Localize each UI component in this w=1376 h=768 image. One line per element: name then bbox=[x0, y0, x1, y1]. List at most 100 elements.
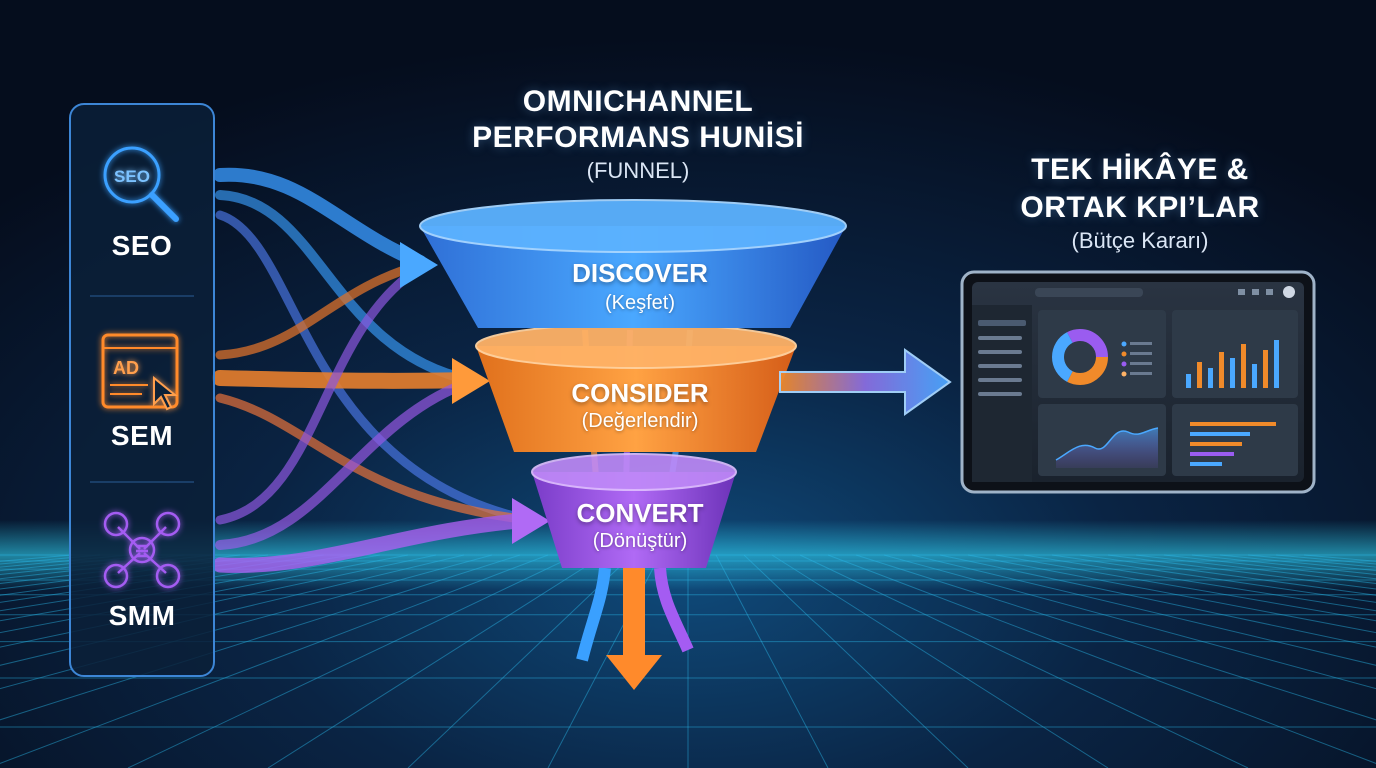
grid-line bbox=[771, 554, 1109, 768]
funnel-stage-convert-rim bbox=[531, 453, 737, 491]
stage-label-discover: DISCOVER bbox=[572, 258, 708, 288]
grid-line bbox=[1023, 554, 1376, 612]
grid-line bbox=[407, 554, 633, 768]
grid-line bbox=[1079, 554, 1376, 596]
grid-line bbox=[267, 554, 605, 768]
grid-line bbox=[0, 554, 297, 596]
smm-icon-hub bbox=[128, 536, 156, 564]
dashboard-bar bbox=[1230, 358, 1235, 388]
outflow-stream-orange bbox=[623, 565, 645, 660]
sidebar-item bbox=[978, 320, 1026, 326]
grid-line bbox=[0, 554, 409, 634]
stage-sub-consider: (Değerlendir) bbox=[581, 410, 699, 432]
area-chart-fill bbox=[1056, 428, 1158, 468]
grid-line bbox=[939, 554, 1376, 648]
title-sub: (FUNNEL) bbox=[586, 158, 690, 183]
dashboard-bar bbox=[1252, 364, 1257, 388]
funnel-stage-discover-rim bbox=[419, 199, 847, 253]
title-line-1: OMNICHANNEL bbox=[522, 85, 754, 118]
right-title-line-2: ORTAK KPI’LAR bbox=[1020, 191, 1260, 224]
grid-line bbox=[743, 554, 969, 768]
right-sub: (Bütçe Kararı) bbox=[1071, 228, 1209, 253]
stage-label-convert: CONVERT bbox=[576, 498, 704, 528]
seo-magnifier-icon: SEO bbox=[103, 146, 179, 222]
dashboard-header-tool-1 bbox=[1238, 289, 1245, 295]
grid-line bbox=[1051, 554, 1376, 603]
sidebar-item bbox=[978, 336, 1022, 340]
area-chart-line bbox=[1055, 427, 1159, 461]
sidebar-item bbox=[978, 392, 1022, 396]
seo-icon-lens bbox=[103, 146, 161, 204]
outflow-stream-blue bbox=[576, 567, 611, 662]
stage-label-consider: CONSIDER bbox=[571, 378, 709, 408]
dashboard-bar bbox=[1219, 352, 1224, 388]
dashboard-tablet bbox=[960, 270, 1316, 494]
grid-line bbox=[127, 554, 577, 768]
stream-arrowheads bbox=[400, 242, 550, 544]
sem-icon-cursor bbox=[153, 375, 178, 411]
channel-panel-frame bbox=[69, 103, 215, 677]
grid-line bbox=[827, 554, 1376, 764]
grid-line bbox=[855, 554, 1376, 721]
sem-icon-text: AD bbox=[113, 358, 139, 378]
sem-icon-window bbox=[101, 333, 179, 409]
stream-sem-1 bbox=[215, 260, 425, 360]
smm-icon-node-tl bbox=[103, 511, 129, 537]
dashboard-header-tool-3 bbox=[1266, 289, 1273, 295]
title-line-2: PERFORMANS HUNİSİ bbox=[472, 121, 804, 154]
legend-line bbox=[1130, 372, 1152, 375]
dashboard-bar bbox=[1186, 374, 1191, 388]
funnel-stage-discover bbox=[420, 226, 846, 328]
grid-line bbox=[967, 554, 1376, 634]
stream-sem-3 bbox=[215, 393, 535, 525]
donut-legend bbox=[1121, 341, 1152, 377]
dashboard-bar-chart bbox=[1186, 340, 1279, 388]
dashboard-bar bbox=[1197, 362, 1202, 388]
right-title-line-1: TEK HİKÂYE & bbox=[1031, 153, 1249, 186]
legend-dot bbox=[1121, 351, 1127, 357]
outflow-stream-purple bbox=[654, 567, 694, 653]
grid-line bbox=[995, 554, 1376, 622]
sidebar-item bbox=[978, 350, 1022, 354]
legend-line bbox=[1130, 342, 1152, 345]
stream-seo-2 bbox=[215, 190, 475, 385]
hbar bbox=[1190, 462, 1222, 466]
dashboard-bar bbox=[1274, 340, 1279, 388]
smm-icon-node-bl bbox=[103, 563, 129, 589]
channel-label-sem: SEM bbox=[110, 420, 174, 451]
smm-icon-node-br bbox=[155, 563, 181, 589]
grid-line bbox=[0, 554, 465, 666]
funnel-stage-convert bbox=[532, 472, 736, 568]
stream-sem-2 bbox=[212, 370, 478, 389]
dashboard-searchbar bbox=[1035, 288, 1143, 297]
flow-streams bbox=[212, 167, 538, 573]
dashboard-header-tool-2 bbox=[1252, 289, 1259, 295]
funnel-stage-consider-rim bbox=[475, 323, 797, 369]
grid-line bbox=[0, 554, 437, 648]
dashboard-bar bbox=[1241, 344, 1246, 388]
social-network-icon bbox=[103, 511, 181, 589]
donut-chart-ring bbox=[1052, 329, 1108, 385]
grid-line bbox=[911, 554, 1376, 666]
channel-label-smm: SMM bbox=[108, 600, 176, 631]
dashboard-avatar-icon bbox=[1283, 286, 1295, 298]
stream-smm-2 bbox=[215, 377, 475, 550]
kpi-arrow-stream bbox=[779, 348, 952, 416]
seo-icon-text: SEO bbox=[114, 167, 150, 186]
grid-line bbox=[883, 554, 1376, 690]
legend-line bbox=[1130, 362, 1152, 365]
hbar bbox=[1190, 452, 1234, 456]
arrowhead-consider bbox=[452, 358, 490, 404]
dashboard-bar bbox=[1263, 350, 1268, 388]
arrowhead-discover bbox=[400, 242, 438, 288]
ad-browser-icon: AD bbox=[101, 333, 179, 411]
stage-sub-discover: (Keşfet) bbox=[604, 292, 676, 314]
legend-line bbox=[1130, 352, 1152, 355]
stream-seo-1 bbox=[213, 167, 427, 269]
donut-chart-ring bbox=[1052, 329, 1108, 385]
funnel-stage-consider bbox=[476, 346, 796, 452]
seo-icon-handle bbox=[149, 192, 179, 222]
stream-seo-3 bbox=[215, 210, 535, 525]
